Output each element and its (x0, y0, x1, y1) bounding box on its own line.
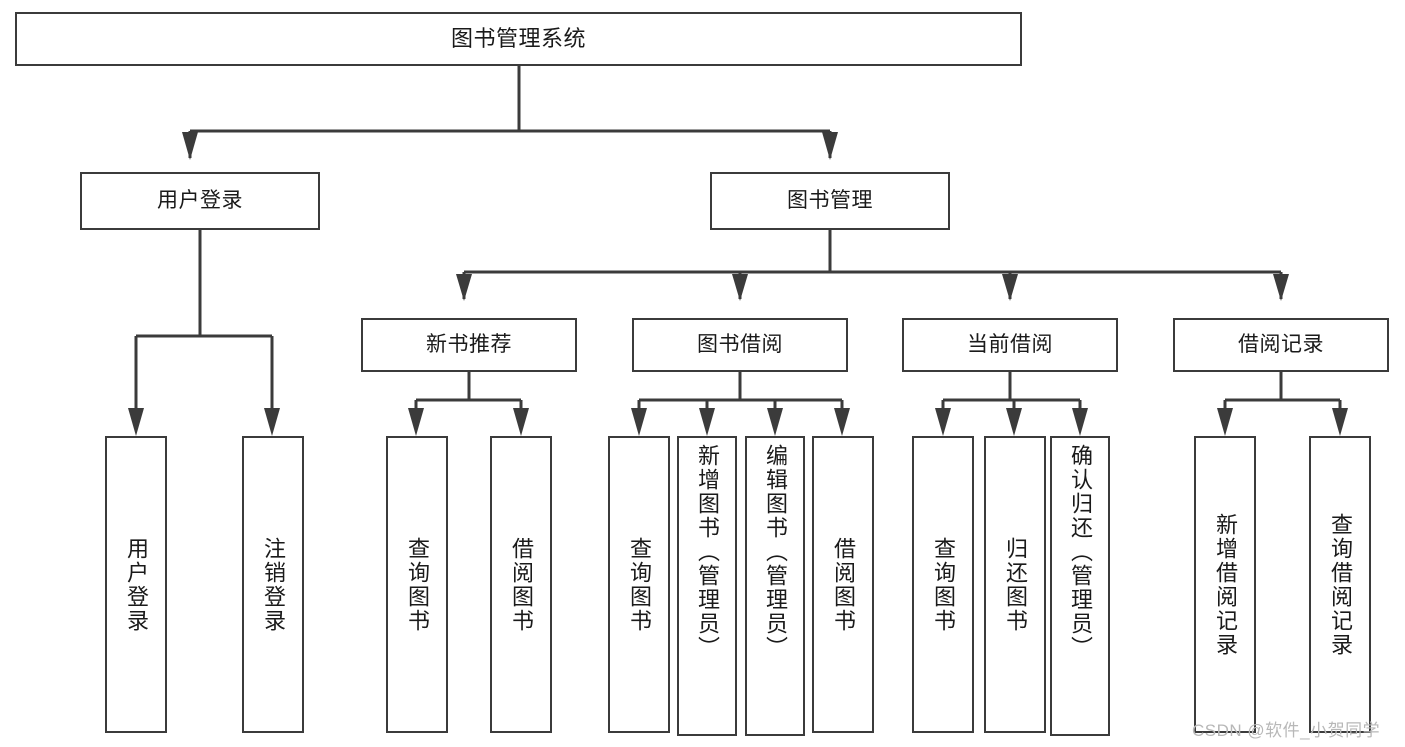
node-leaf-add-book-label: 新增图书（管理员） (695, 444, 720, 660)
node-leaf-user-logout-label: 注销登录 (261, 536, 286, 633)
node-new-book-recommend[interactable]: 新书推荐 (361, 318, 577, 372)
node-leaf-query-book-3[interactable]: 查询图书 (912, 436, 974, 733)
node-user-login[interactable]: 用户登录 (80, 172, 320, 230)
node-current-borrow-label: 当前借阅 (967, 332, 1053, 356)
node-leaf-user-login[interactable]: 用户登录 (105, 436, 167, 733)
node-current-borrow[interactable]: 当前借阅 (902, 318, 1118, 372)
node-leaf-edit-book-label: 编辑图书（管理员） (763, 444, 788, 660)
node-leaf-borrow-book-1-label: 借阅图书 (509, 536, 534, 633)
node-new-book-recommend-label: 新书推荐 (426, 332, 512, 356)
node-leaf-return-book-label: 归还图书 (1003, 536, 1028, 633)
node-leaf-add-record[interactable]: 新增借阅记录 (1194, 436, 1256, 733)
node-leaf-confirm-return[interactable]: 确认归还（管理员） (1050, 436, 1110, 736)
node-leaf-add-record-label: 新增借阅记录 (1213, 512, 1238, 657)
node-leaf-borrow-book-1[interactable]: 借阅图书 (490, 436, 552, 733)
node-book-manage[interactable]: 图书管理 (710, 172, 950, 230)
node-leaf-query-record[interactable]: 查询借阅记录 (1309, 436, 1371, 733)
node-root[interactable]: 图书管理系统 (15, 12, 1022, 66)
node-root-label: 图书管理系统 (450, 26, 586, 52)
watermark: CSDN @软件_小贺同学 (1192, 721, 1381, 740)
node-leaf-query-book-3-label: 查询图书 (931, 536, 956, 633)
node-borrow-record[interactable]: 借阅记录 (1173, 318, 1389, 372)
node-leaf-return-book[interactable]: 归还图书 (984, 436, 1046, 733)
node-leaf-query-book-1-label: 查询图书 (405, 536, 430, 633)
node-book-borrow[interactable]: 图书借阅 (632, 318, 848, 372)
node-leaf-query-book-2-label: 查询图书 (627, 536, 652, 633)
node-leaf-query-book-1[interactable]: 查询图书 (386, 436, 448, 733)
node-leaf-borrow-book-2[interactable]: 借阅图书 (812, 436, 874, 733)
node-leaf-add-book[interactable]: 新增图书（管理员） (677, 436, 737, 736)
node-book-manage-label: 图书管理 (787, 188, 873, 212)
node-user-login-label: 用户登录 (157, 188, 243, 212)
node-leaf-confirm-return-label: 确认归还（管理员） (1068, 444, 1093, 660)
node-leaf-query-book-2[interactable]: 查询图书 (608, 436, 670, 733)
node-leaf-query-record-label: 查询借阅记录 (1328, 512, 1353, 657)
node-borrow-record-label: 借阅记录 (1238, 332, 1324, 356)
node-leaf-user-login-label: 用户登录 (124, 536, 149, 633)
node-leaf-borrow-book-2-label: 借阅图书 (831, 536, 856, 633)
node-leaf-edit-book[interactable]: 编辑图书（管理员） (745, 436, 805, 736)
node-leaf-user-logout[interactable]: 注销登录 (242, 436, 304, 733)
node-book-borrow-label: 图书借阅 (697, 332, 783, 356)
